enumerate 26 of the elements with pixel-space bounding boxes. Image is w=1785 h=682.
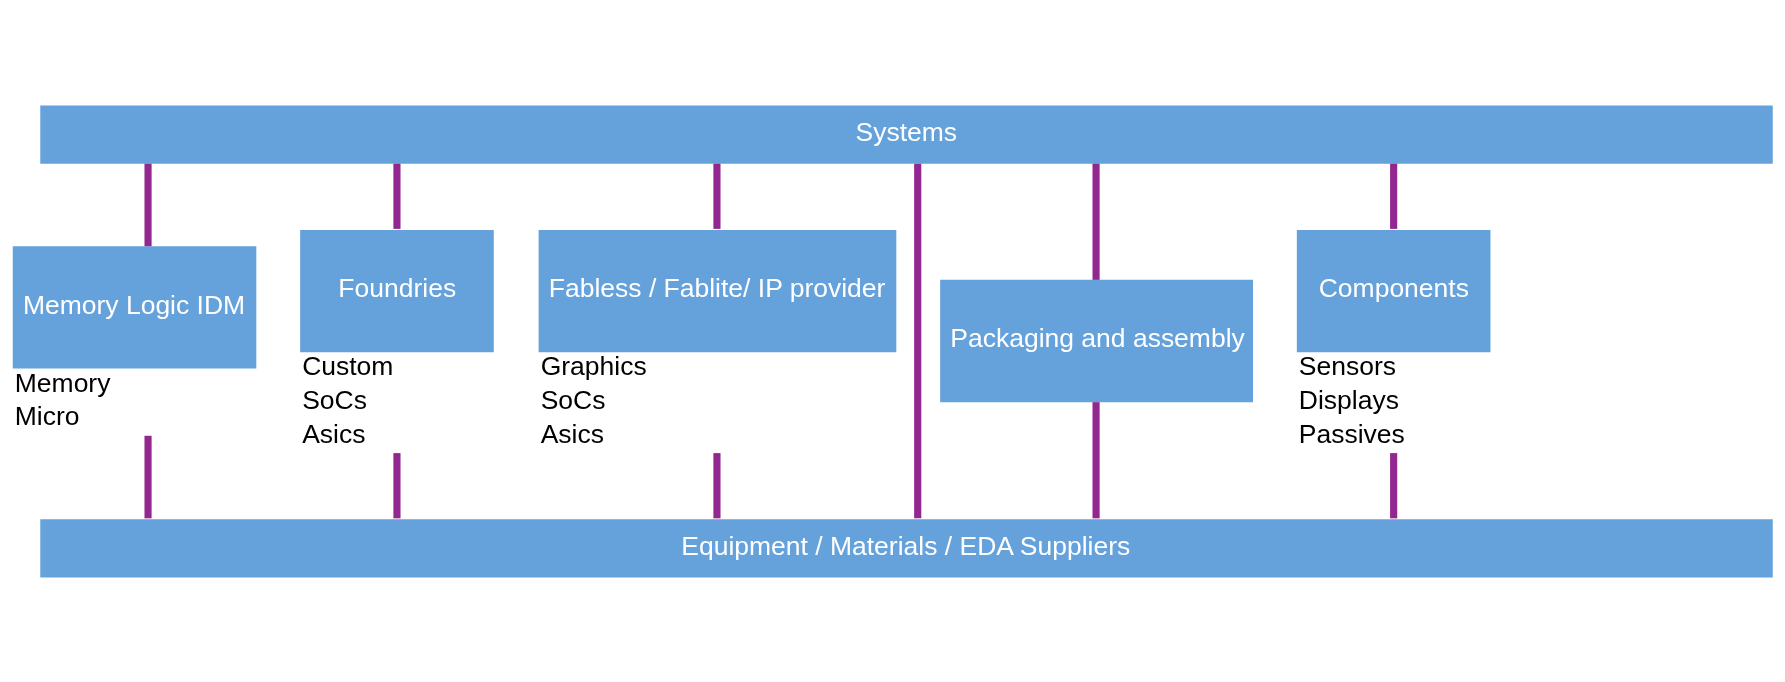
node-box: Equipment / Materials / EDA Suppliers [40, 519, 1773, 578]
connector [393, 163, 401, 229]
connector [713, 163, 721, 229]
node-label: SoCs [302, 385, 367, 416]
connector [1390, 163, 1398, 229]
connector [914, 163, 922, 519]
connector [144, 435, 152, 519]
node-box: Systems [40, 105, 1773, 164]
node-label: Asics [540, 418, 604, 449]
connector [1092, 402, 1100, 519]
node-label: Graphics [540, 351, 647, 382]
node-box: Fabless / Fablite/ IP provider [538, 229, 897, 353]
node-box: Memory Logic IDM [12, 246, 257, 369]
node-label: Micro [14, 401, 80, 432]
node-label: Custom [302, 351, 394, 382]
node-label: Sensors [1298, 351, 1397, 382]
node-box: Packaging and assembly [940, 279, 1253, 403]
node-label: Asics [302, 418, 366, 449]
node-label: Passives [1298, 418, 1405, 449]
connector [144, 163, 152, 247]
node-label: Memory [14, 367, 111, 398]
node-label: SoCs [540, 385, 606, 416]
node-label: Displays [1298, 385, 1399, 416]
node-box: Components [1296, 229, 1491, 353]
connector [1092, 163, 1100, 280]
node-box: Foundries [300, 229, 494, 353]
